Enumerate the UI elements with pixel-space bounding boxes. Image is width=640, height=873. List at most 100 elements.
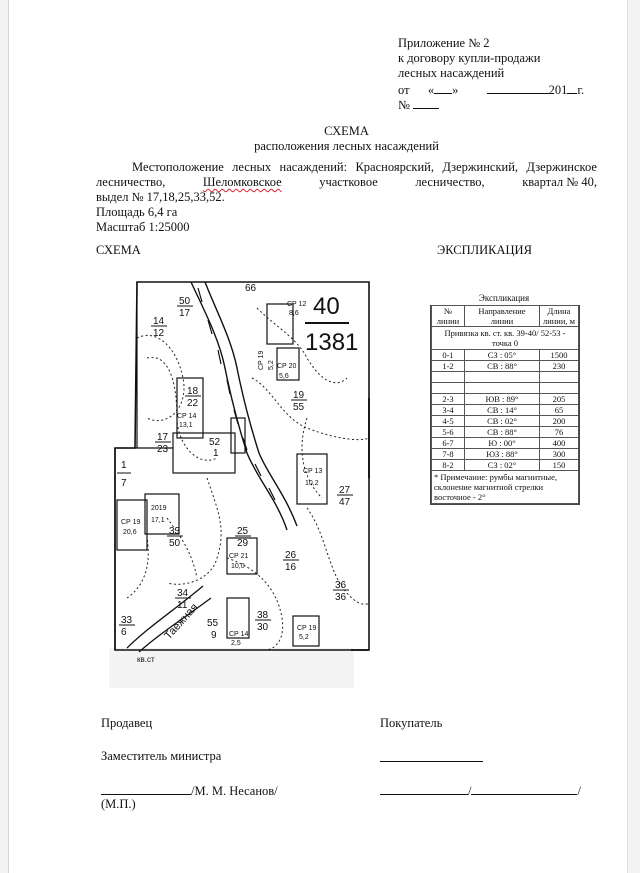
map-label: СР 19 [258, 350, 265, 370]
map-label: СР 14 [177, 413, 197, 420]
forest-scheme-map: 40 1381 66 50 17 14 12 СР 12 8,6 18 22 С… [107, 268, 375, 696]
map-label: 33 [121, 615, 133, 626]
contract-ref: к договору купли-продажи [398, 51, 541, 65]
anchor-cell: Привязка кв. ст. кв. 39-40/ 52-53 - точк… [431, 326, 579, 350]
location-word: насаждений: [279, 160, 348, 174]
table-cell: ЮЗ : 88° [464, 448, 540, 460]
map-label: 2,5 [231, 640, 241, 647]
table-cell: 1500 [539, 349, 579, 361]
scheme-title: СХЕМА [324, 124, 369, 138]
map-label: 9 [211, 630, 217, 641]
map-label: 12 [153, 328, 165, 339]
seller-signature-line: /М. М. Несанов/ [101, 782, 278, 799]
seller-signature-blank [101, 782, 191, 795]
table-cell: 300 [539, 448, 579, 460]
map-label: СР 12 [287, 301, 307, 308]
table-header-cell: № линии [431, 305, 465, 327]
scheme-subtitle: расположения лесных насаждений [254, 139, 439, 153]
buyer-line-1 [380, 749, 483, 766]
map-label: 17 [179, 308, 191, 319]
table-cell: 76 [539, 426, 579, 438]
map-label: СР 21 [229, 553, 249, 560]
page-edge-left [0, 0, 9, 873]
page-edge-right [627, 0, 640, 873]
location-word: Местоположение [132, 160, 224, 174]
map-label: 18 [187, 386, 199, 397]
date-prefix: от [398, 83, 410, 97]
map-label: 25 [237, 526, 249, 537]
explication-table-title: Экспликация [478, 293, 530, 303]
map-label: 17 [157, 432, 169, 443]
map-label: 55 [293, 402, 305, 413]
quote-close: » [452, 83, 459, 97]
quarter-post-label: кв.ст [137, 655, 155, 664]
explication-label: ЭКСПЛИКАЦИЯ [437, 243, 532, 257]
slash: / [468, 784, 472, 798]
map-label: 5,6 [279, 373, 289, 380]
location-word: участковое [319, 175, 378, 189]
map-label: СР 13 [303, 468, 323, 475]
contract-ref-2: лесных насаждений [398, 66, 505, 80]
table-row [431, 382, 579, 394]
table-cell: 1-2 [431, 360, 465, 372]
map-labels: 66 50 17 14 12 СР 12 8,6 18 22 СР 14 13,… [117, 283, 353, 664]
table-cell: 0-1 [431, 349, 465, 361]
map-label: 19 [293, 390, 305, 401]
map-label: 33 [169, 526, 181, 537]
seller-name: /М. М. Несанов/ [191, 784, 278, 798]
table-cell: 8-2 [431, 459, 465, 471]
month-blank [486, 81, 549, 94]
seller-position: Заместитель министра [101, 749, 222, 763]
quote-open: « [427, 83, 435, 97]
plot-contours [126, 307, 370, 651]
map-label: 16 [285, 562, 297, 573]
buyer-signature-blank [380, 782, 468, 795]
quarter-number: квартал № 40, [522, 175, 597, 189]
map-label: СР 20 [277, 363, 297, 370]
table-cell: СВ : 14° [464, 404, 540, 416]
table-cell: 65 [539, 404, 579, 416]
seal-label: (М.П.) [101, 797, 136, 811]
location-word: лесничество, [96, 175, 166, 189]
map-label: 30 [257, 622, 269, 633]
table-cell: 4-5 [431, 415, 465, 427]
buyer-signature-line: // [380, 782, 581, 799]
table-cell: 5-6 [431, 426, 465, 438]
table-row: * Примечание: румбы магнитные, склонение… [431, 470, 579, 504]
number-label: № [398, 98, 410, 112]
scale-value: Масштаб 1:25000 [96, 220, 190, 234]
map-label: 17,1 [151, 517, 165, 524]
table-cell: 150 [539, 459, 579, 471]
allotment-frames [116, 303, 328, 647]
map-label: 23 [157, 444, 169, 455]
map-label: 2019 [151, 505, 167, 512]
explication-table: № линии Направление линии Длина линии, м… [430, 305, 580, 505]
map-label: 5,2 [299, 634, 309, 641]
buyer-label: Покупатель [380, 716, 443, 730]
day-blank [434, 81, 453, 94]
quarter-number-label: 40 [313, 293, 340, 320]
year-blank [567, 81, 578, 94]
map-label: 47 [339, 497, 351, 508]
scan-shadow [109, 648, 354, 688]
number-line: № [398, 96, 440, 113]
scheme-label: СХЕМА [96, 243, 141, 257]
map-label: 11 [177, 600, 188, 611]
year-prefix: 201 [548, 83, 568, 97]
map-label: 10,2 [305, 480, 319, 487]
table-row: Привязка кв. ст. кв. 39-40/ 52-53 - точк… [431, 326, 579, 350]
map-label: 52 [209, 437, 221, 448]
map-label: СР 19 [121, 519, 141, 526]
number-blank [413, 96, 440, 109]
quarter-label: 40 1381 [305, 293, 358, 356]
location-word: Красноярский, [355, 160, 434, 174]
